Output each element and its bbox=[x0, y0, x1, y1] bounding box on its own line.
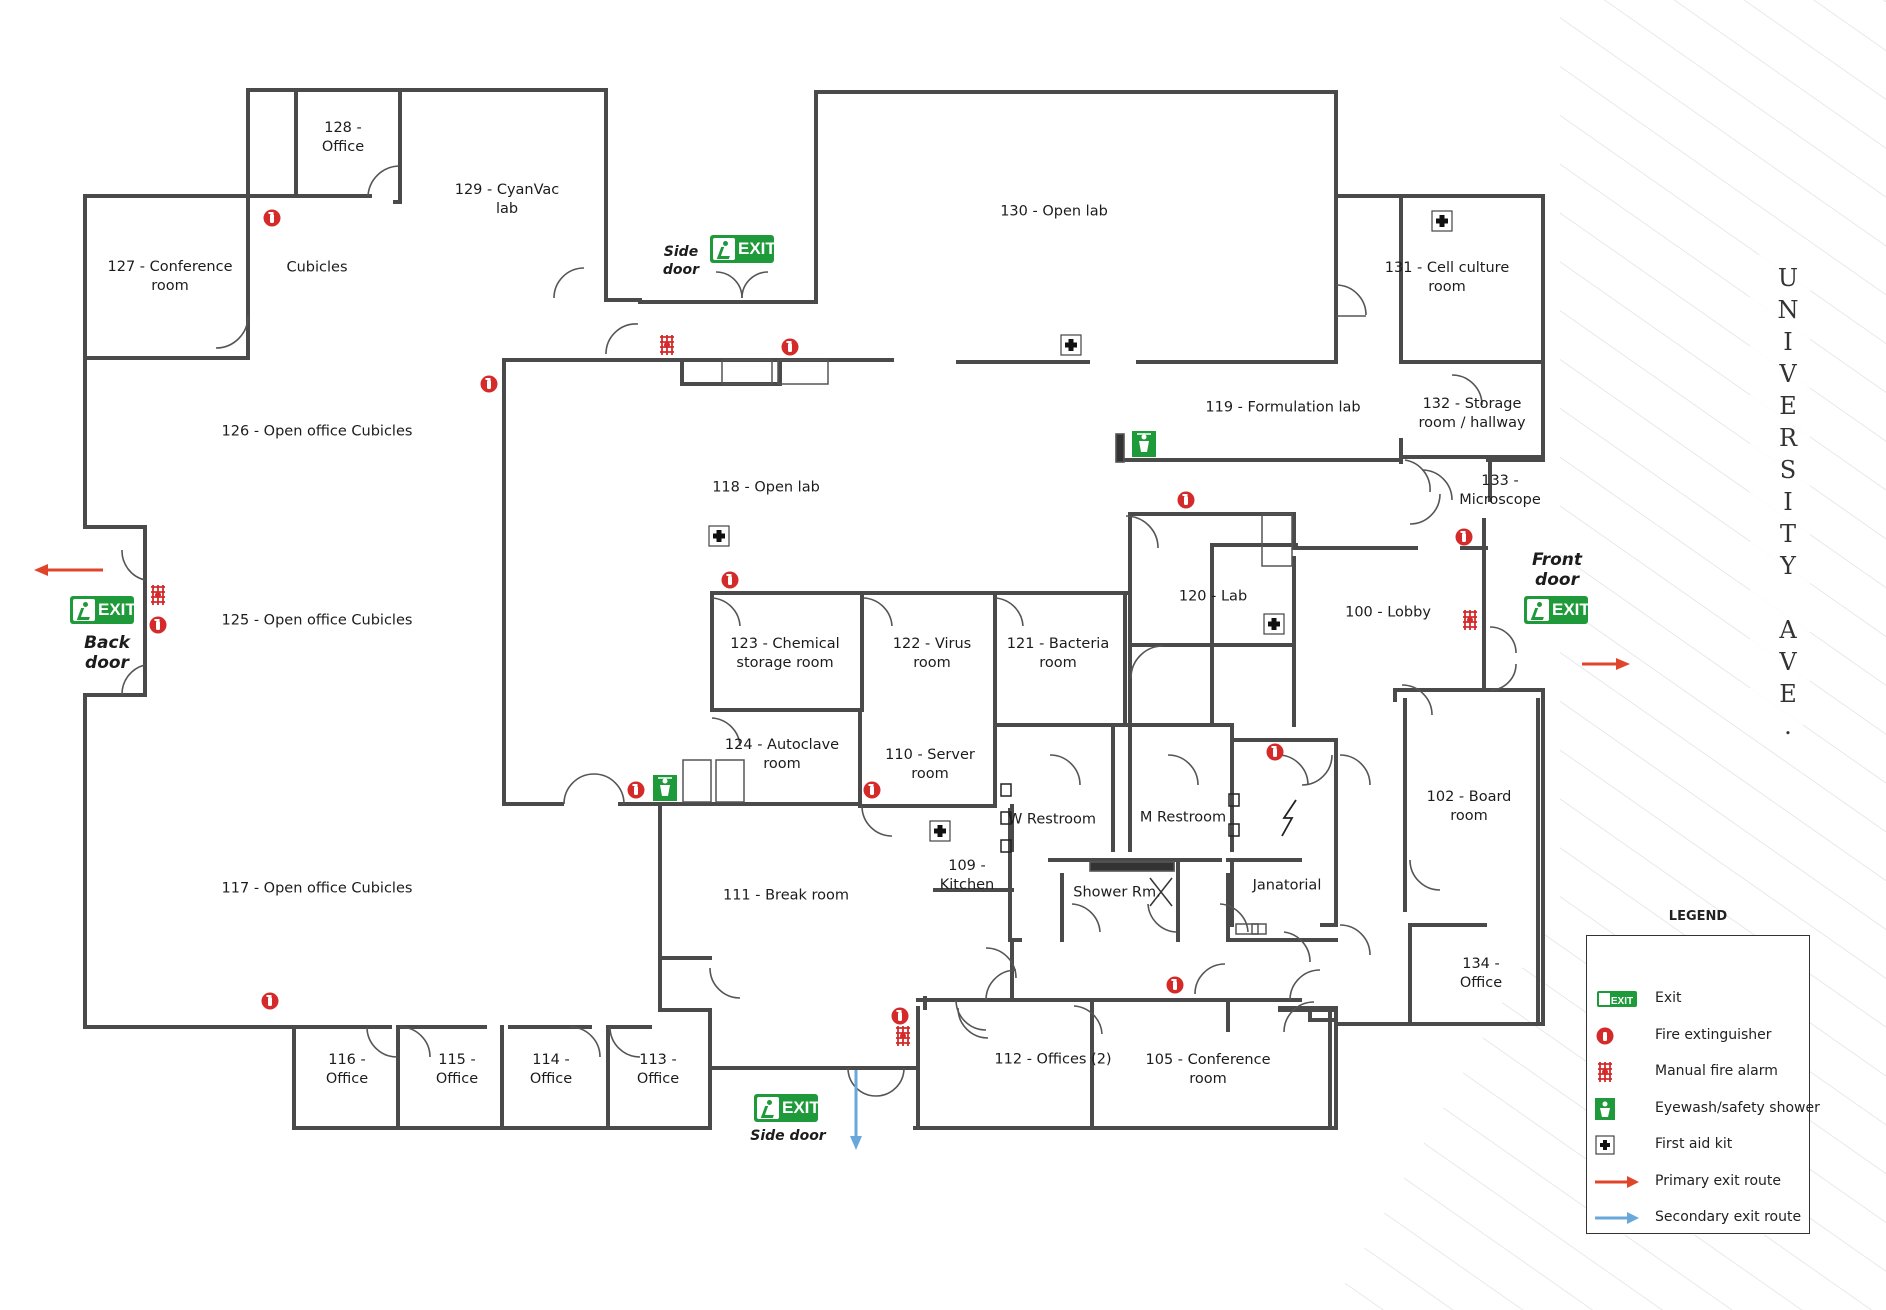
fire-alarm-icon bbox=[1461, 609, 1479, 631]
fire-extinguisher-icon bbox=[1595, 1023, 1639, 1049]
legend-title: LEGEND bbox=[1668, 909, 1728, 924]
fire-alarm-icon bbox=[149, 584, 167, 606]
legend-item: Secondary exit route bbox=[1595, 1205, 1807, 1231]
legend-item-label: Manual fire alarm bbox=[1655, 1063, 1778, 1079]
primary-route-arrow-icon bbox=[34, 564, 103, 576]
first-aid-kit-icon bbox=[929, 820, 951, 842]
first-aid-kit-icon bbox=[1060, 334, 1082, 356]
door-swings bbox=[121, 165, 1517, 1097]
legend-item-label: Exit bbox=[1655, 990, 1682, 1006]
legend-item-label: First aid kit bbox=[1655, 1136, 1733, 1152]
eyewash-shower-icon bbox=[1131, 430, 1157, 458]
exit-sign-icon: EXIT bbox=[1595, 986, 1639, 1012]
walls bbox=[83, 88, 1545, 1130]
exit-sign-side-bottom: EXIT bbox=[754, 1094, 820, 1122]
legend-item: First aid kit bbox=[1595, 1132, 1807, 1158]
primary-route-arrow-icon bbox=[1582, 658, 1630, 670]
legend-item: Manual fire alarm bbox=[1595, 1059, 1807, 1085]
first-aid-kit-icon bbox=[1431, 210, 1453, 232]
exit-sign-side-top: EXIT bbox=[710, 235, 776, 263]
eyewash-shower-icon bbox=[1595, 1096, 1639, 1122]
side-door-top-label: Side door bbox=[662, 244, 700, 278]
secondary-route-arrow-icon bbox=[1595, 1205, 1639, 1231]
fire-extinguisher-icon bbox=[721, 571, 739, 589]
legend-item-label: Eyewash/safety shower bbox=[1655, 1099, 1820, 1116]
fire-extinguisher-icon bbox=[1455, 528, 1473, 546]
running-man-icon bbox=[1527, 599, 1549, 621]
fire-extinguisher-icon bbox=[781, 338, 799, 356]
legend-item: Primary exit route bbox=[1595, 1169, 1807, 1195]
fire-extinguisher-icon bbox=[1166, 976, 1184, 994]
running-man-icon bbox=[757, 1097, 779, 1119]
legend-item-label: Primary exit route bbox=[1655, 1172, 1782, 1189]
side-door-bottom-label: Side door bbox=[750, 1128, 826, 1144]
fire-extinguisher-icon bbox=[627, 781, 645, 799]
running-man-icon bbox=[73, 599, 95, 621]
safety-icons bbox=[34, 209, 1630, 1150]
svg-text:EXIT: EXIT bbox=[1611, 996, 1633, 1007]
first-aid-kit-icon bbox=[1263, 613, 1285, 635]
fire-extinguisher-icon bbox=[1266, 743, 1284, 761]
exit-sign-front: EXIT bbox=[1524, 596, 1590, 624]
fire-alarm-icon bbox=[658, 334, 676, 356]
fire-extinguisher-icon bbox=[263, 209, 281, 227]
legend-item: EXIT Exit bbox=[1595, 986, 1807, 1012]
first-aid-kit-icon bbox=[1595, 1132, 1639, 1158]
fire-extinguisher-icon bbox=[261, 992, 279, 1010]
legend-item: Eyewash/safety shower bbox=[1595, 1096, 1820, 1122]
legend-item-label: Fire extinguisher bbox=[1655, 1026, 1772, 1043]
fire-extinguisher-icon bbox=[480, 375, 498, 393]
primary-route-arrow-icon bbox=[1595, 1169, 1639, 1195]
fire-alarm-icon bbox=[894, 1025, 912, 1047]
fire-alarm-icon bbox=[1595, 1059, 1639, 1085]
running-man-icon bbox=[713, 238, 735, 260]
legend-item-label: Secondary exit route bbox=[1655, 1209, 1802, 1225]
fire-extinguisher-icon bbox=[1177, 491, 1195, 509]
exit-sign-back: EXIT bbox=[70, 596, 136, 624]
fire-extinguisher-icon bbox=[891, 1007, 909, 1025]
fire-extinguisher-icon bbox=[863, 781, 881, 799]
first-aid-kit-icon bbox=[708, 525, 730, 547]
secondary-route-arrow-icon bbox=[850, 1070, 862, 1150]
fire-extinguisher-icon bbox=[149, 616, 167, 634]
eyewash-shower-icon bbox=[652, 774, 678, 802]
legend-item: Fire extinguisher bbox=[1595, 1023, 1807, 1049]
back-door-label: Back door bbox=[84, 633, 130, 673]
front-door-label: Front door bbox=[1531, 550, 1583, 590]
